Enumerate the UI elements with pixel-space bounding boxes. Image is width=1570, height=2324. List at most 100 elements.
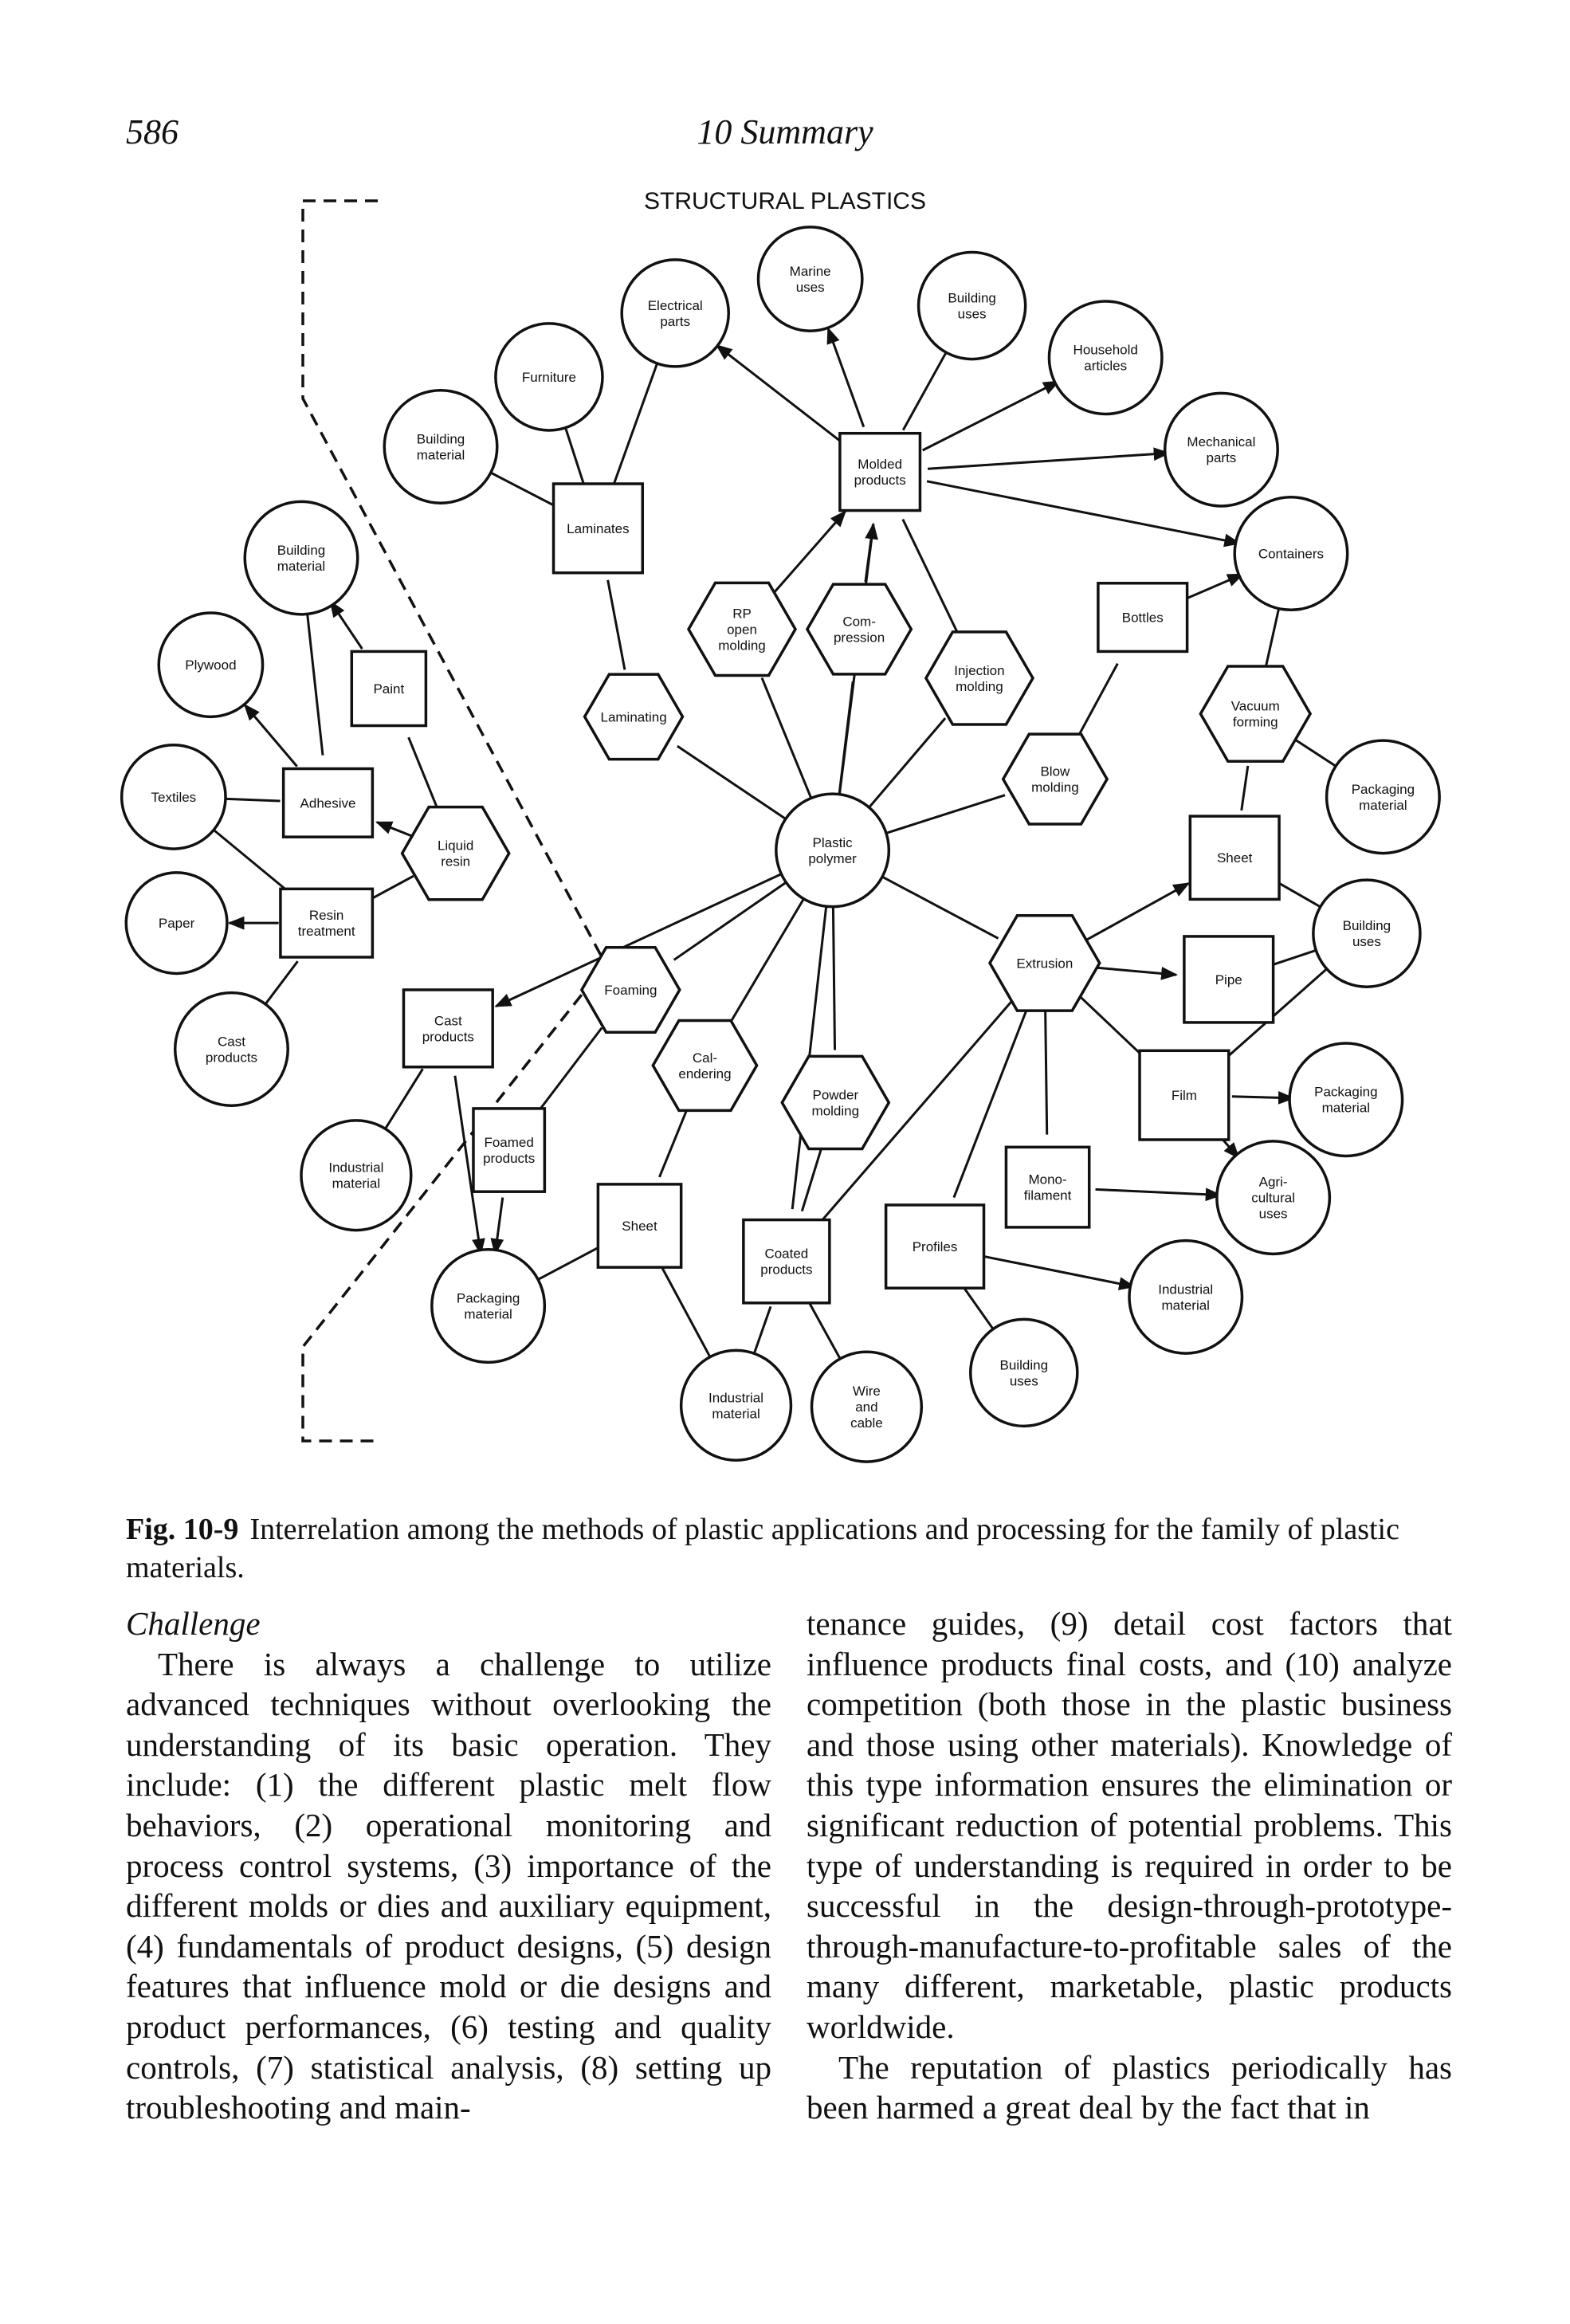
connector-line: [730, 890, 810, 1021]
connector-line: [715, 344, 843, 444]
connector-line: [864, 524, 875, 583]
node-label: Film: [1172, 1088, 1197, 1103]
connector-line: [407, 736, 439, 810]
connector-line: [877, 794, 1006, 838]
node-label: Foaming: [604, 983, 657, 998]
node-label: Sheet: [1217, 850, 1253, 866]
node-label: Com-pression: [834, 614, 885, 645]
text-column-right: tenance guides, (9) detail cost factors …: [807, 1604, 1452, 2128]
connector-line: [981, 1254, 1136, 1290]
running-head: 586 10 Summary: [0, 112, 1570, 159]
connector-line: [926, 480, 1242, 548]
connector-line: [1186, 573, 1245, 600]
connector-line: [952, 1007, 1029, 1199]
connector-line: [800, 1148, 823, 1212]
node-label: Paint: [373, 681, 404, 697]
connector-line: [453, 1075, 485, 1256]
connector-line: [927, 447, 1171, 470]
connector-line: [772, 510, 847, 595]
node-label: Profiles: [913, 1239, 958, 1254]
connector-line: [1275, 880, 1322, 909]
connector-line: [673, 876, 795, 961]
connector-line: [901, 351, 948, 431]
connector-line: [563, 426, 585, 484]
node-label: Pipe: [1215, 972, 1242, 987]
connector-line: [1092, 966, 1179, 980]
node-paint: Paint: [350, 650, 428, 728]
connector-line: [1095, 1188, 1223, 1202]
connector-line: [375, 821, 412, 837]
node-label: Laminating: [600, 709, 666, 724]
connector-line: [383, 1068, 424, 1132]
node-label: Bottles: [1122, 610, 1164, 626]
body-paragraph: The reputation of plastics periodically …: [807, 2048, 1452, 2126]
node-extrusion: Extrusion: [987, 914, 1101, 1012]
node-sheet-right: Sheet: [1188, 815, 1281, 901]
connector-line: [329, 600, 363, 650]
connector-line: [1274, 948, 1317, 966]
node-containers: Containers: [1233, 496, 1349, 612]
node-label: Plywood: [185, 658, 236, 673]
node-pipe: Pipe: [1183, 935, 1275, 1024]
connector-line: [540, 1027, 603, 1109]
node-calendering: Cal-endering: [651, 1019, 759, 1113]
connector-line: [1294, 739, 1340, 770]
connector-line: [213, 829, 291, 894]
node-furniture: Furniture: [494, 322, 604, 432]
connector-line: [901, 518, 960, 636]
connector-line: [490, 1197, 504, 1256]
connector-line: [862, 717, 947, 815]
node-bottles: Bottles: [1097, 582, 1189, 654]
node-adhesive: Adhesive: [281, 767, 375, 838]
node-compression: Com-pression: [805, 583, 913, 676]
node-paper: Paper: [124, 871, 229, 976]
node-label: Textiles: [151, 790, 197, 805]
connector-line: [1077, 662, 1119, 738]
connector-line: [1264, 604, 1282, 668]
connector-line: [791, 897, 829, 1210]
node-label: Mono-filament: [1024, 1172, 1072, 1203]
node-sheet-bottom: Sheet: [596, 1183, 683, 1269]
node-film: Film: [1138, 1049, 1230, 1141]
node-monofilament: Mono-filament: [1004, 1145, 1091, 1229]
node-label: Adhesive: [300, 795, 356, 811]
connector-line: [1085, 881, 1191, 941]
body-paragraph: There is always a challenge to utilize a…: [126, 1645, 771, 2126]
body-paragraph: tenance guides, (9) detail cost factors …: [807, 1605, 1452, 2045]
page-number: 586: [126, 112, 179, 151]
